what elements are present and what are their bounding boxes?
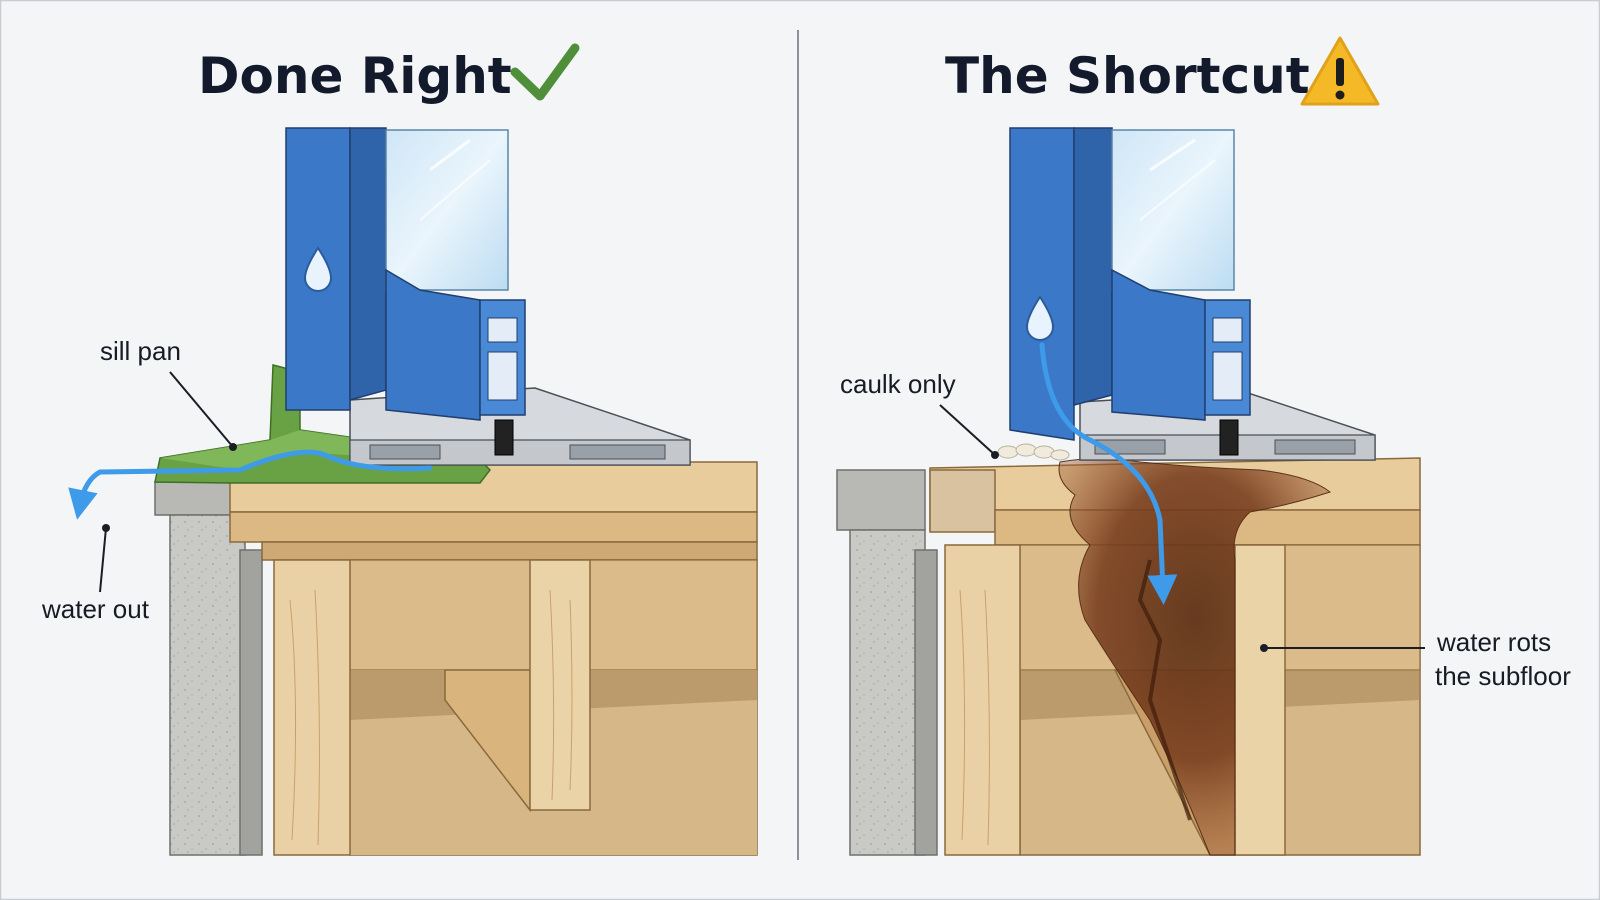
water-drop-icon [303,246,333,292]
callout-caulk-only: caulk only [840,369,956,399]
water-leak-arrow [1039,342,1178,605]
window-frame [285,127,526,456]
concrete-foundation [154,481,263,856]
leader-sill-pan [169,371,237,451]
callout-sill-pan: sill pan [100,336,181,366]
callout-rot-line2: the subfloor [1435,661,1571,691]
panel-the-shortcut: The Shortcut [836,36,1571,856]
checkmark-icon [510,43,580,101]
water-drop-icon-right [1025,295,1055,341]
rot-damage [1058,458,1332,856]
warning-triangle-icon [1300,36,1380,106]
water-flow-arrow [68,449,433,520]
panel-title-left: Done Right [198,47,512,105]
panel-title-right: The Shortcut [945,47,1310,105]
window-frame-right [1009,127,1251,456]
callout-water-out: water out [41,594,150,624]
leader-water-out [99,524,110,593]
concrete-foundation-right [836,469,938,856]
callout-rot-line1: water rots [1436,627,1551,657]
wood-framing [229,461,758,856]
leader-caulk-only [939,404,999,459]
panel-done-right: Done Right [41,43,758,856]
